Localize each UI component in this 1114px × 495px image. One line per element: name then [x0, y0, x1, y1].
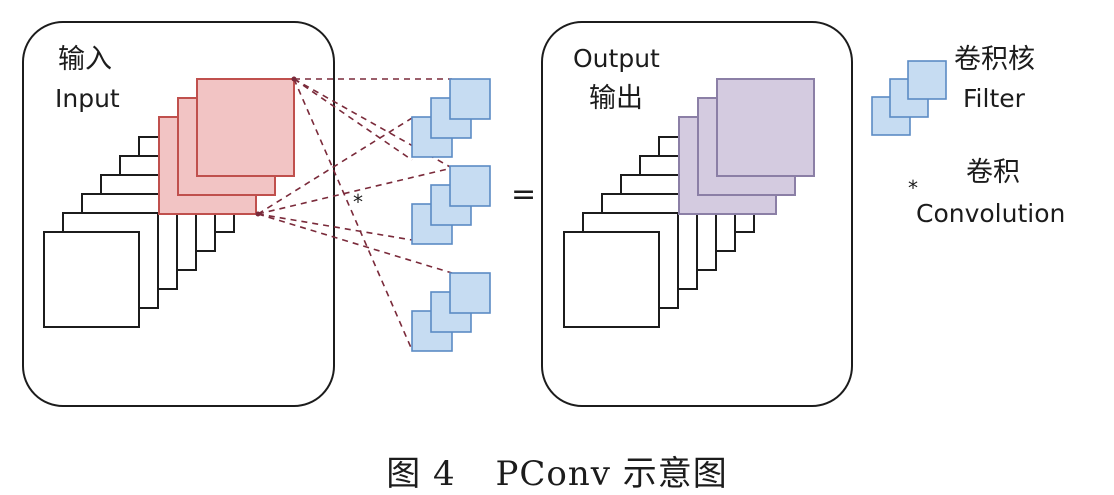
filter-kernel: [449, 165, 491, 207]
input-label-en: Input: [55, 84, 120, 113]
legend-conv-label-en: Convolution: [916, 199, 1066, 228]
connector-dot: [255, 211, 261, 217]
legend-filter-icon: [871, 60, 947, 136]
input-channel: [43, 231, 140, 328]
output-label-en: Output: [573, 44, 660, 73]
connector-dot: [291, 76, 297, 82]
filter-group-1: [411, 78, 491, 158]
figure-caption: 图 4 PConv 示意图: [0, 446, 1114, 495]
input-partial-channels: [158, 78, 295, 215]
convolution-operator: *: [353, 190, 363, 214]
legend-filter-kernel: [907, 60, 947, 100]
legend-conv-label-zh: 卷积: [966, 157, 1020, 188]
filter-kernel: [449, 272, 491, 314]
output-partial-channels: [678, 78, 815, 215]
input-partial-channel: [196, 78, 295, 177]
filter-group-2: [411, 165, 491, 245]
figure-number: 图 4: [386, 454, 456, 494]
legend-conv-star: *: [908, 176, 918, 200]
filter-group-3: [411, 272, 491, 352]
filter-kernel: [449, 78, 491, 120]
dashed-connectors: [257, 78, 453, 351]
output-partial-channel: [716, 78, 815, 177]
output-label-zh: 输出: [589, 83, 643, 114]
equals-operator: =: [511, 177, 537, 212]
legend-filter-label-zh: 卷积核: [954, 44, 1035, 75]
pconv-diagram: [22, 21, 947, 407]
output-channel: [563, 231, 660, 328]
input-frame: [22, 21, 335, 407]
input-label-zh: 输入: [58, 44, 112, 75]
legend-filter-label-en: Filter: [963, 84, 1025, 113]
output-frame: [541, 21, 853, 407]
figure-title: PConv 示意图: [495, 454, 728, 494]
